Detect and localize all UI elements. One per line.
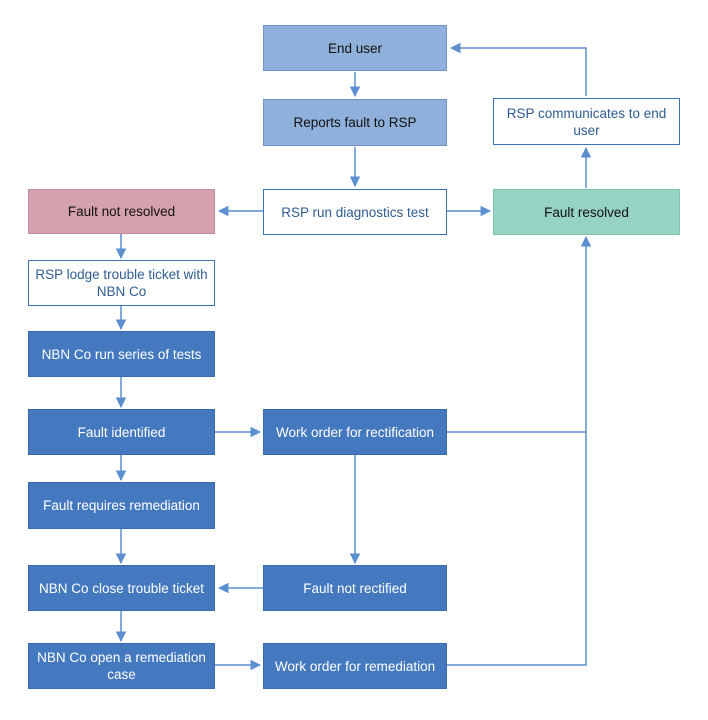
work-order-remediation-box: Work order for remediation: [263, 643, 447, 689]
end-user-box: End user: [263, 25, 447, 71]
reports-fault-box: Reports fault to RSP: [263, 99, 447, 146]
nbn-tests-box: NBN Co run series of tests: [28, 331, 215, 377]
rsp-diagnostics-box: RSP run diagnostics test: [263, 189, 447, 235]
fault-identified-box: Fault identified: [28, 409, 215, 455]
nbn-close-ticket-box: NBN Co close trouble ticket: [28, 565, 215, 611]
arrow-rectification-to-resolved: [447, 235, 592, 433]
arrow-remediation-order-to-resolved: [447, 432, 587, 666]
fault-resolved-box: Fault resolved: [493, 189, 680, 235]
fault-not-rectified-box: Fault not rectified: [263, 565, 447, 611]
fault-not-resolved-box: Fault not resolved: [28, 189, 215, 234]
arrow-communicates-to-enduser: [449, 42, 587, 96]
rsp-communicates-box: RSP communicates to end user: [493, 98, 680, 145]
work-order-rectification-box: Work order for rectification: [263, 409, 447, 455]
fault-requires-remediation-box: Fault requires remediation: [28, 482, 215, 529]
nbn-open-case-box: NBN Co open a remediation case: [28, 643, 215, 689]
rsp-lodge-ticket-box: RSP lodge trouble ticket with NBN Co: [28, 260, 215, 306]
